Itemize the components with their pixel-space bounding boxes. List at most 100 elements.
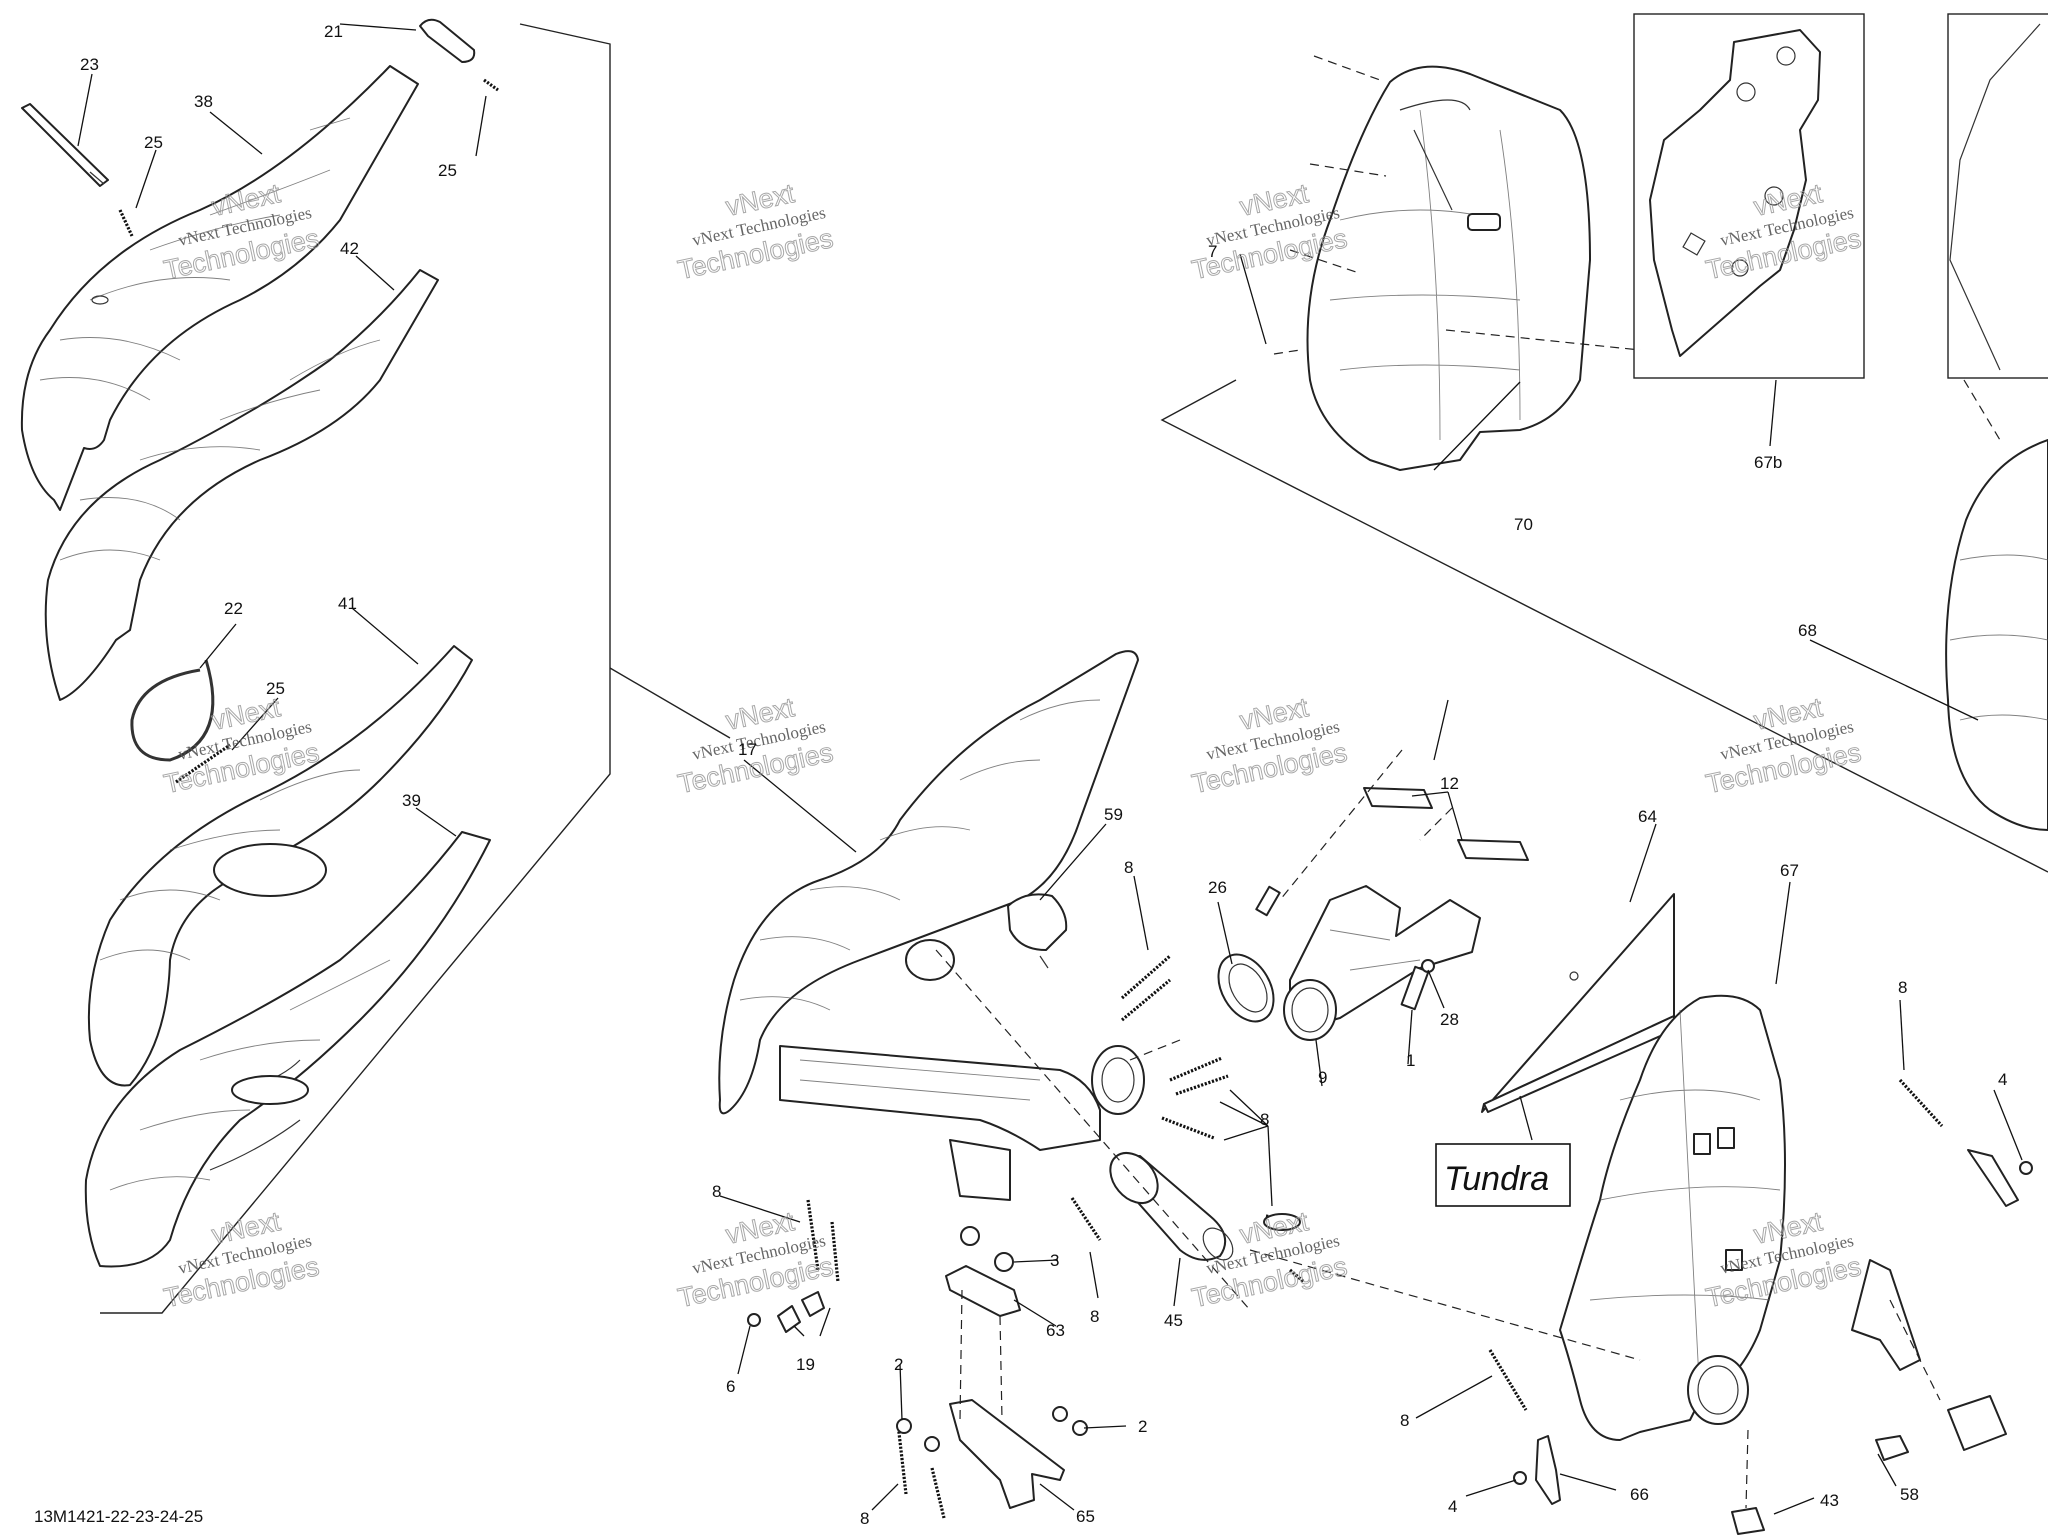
part-67-muffler — [1559, 994, 1921, 1441]
part-8-spring-6 — [1070, 1197, 1102, 1241]
part-8-spring-10 — [896, 1423, 908, 1495]
part-63-bracket — [945, 1226, 1021, 1317]
part-26-ring — [1217, 953, 1275, 1023]
callout-8: 8 — [1260, 1110, 1269, 1129]
part-bolt-left — [1255, 885, 1281, 917]
callout-4: 4 — [1998, 1070, 2007, 1089]
part-8-spring-5 — [1161, 1116, 1215, 1140]
callout-4: 4 — [1448, 1497, 1457, 1516]
part-4-nut-right — [2019, 1161, 2033, 1175]
part-8-spring-14 — [1288, 1268, 1306, 1284]
part-6-nut — [747, 1313, 761, 1327]
part-8-spring-1 — [1120, 954, 1172, 1000]
part-8-spring-13 — [1898, 1078, 1944, 1128]
callout-39: 39 — [402, 791, 421, 810]
part-21-clip — [419, 18, 476, 63]
callout-67: 67 — [1780, 861, 1799, 880]
callout-6: 6 — [726, 1377, 735, 1396]
part-39-pipe — [84, 831, 491, 1268]
callout-23: 23 — [80, 55, 99, 74]
part-64-shield-plate — [1481, 893, 1675, 1113]
callout-22: 22 — [224, 599, 243, 618]
callout-8: 8 — [1400, 1411, 1409, 1430]
part-70-muffler-shell — [1306, 65, 1591, 471]
center-divider-line — [609, 667, 731, 739]
callout-8: 8 — [1090, 1307, 1099, 1326]
callout-25: 25 — [266, 679, 285, 698]
part-42-pipe — [44, 269, 439, 701]
callout-28: 28 — [1440, 1010, 1459, 1029]
part-38-expansion-chamber — [20, 65, 419, 511]
callout-45: 45 — [1164, 1311, 1183, 1330]
callout-1: 1 — [1406, 1051, 1415, 1070]
part-67b-heat-shield — [1633, 13, 1865, 379]
callout-2: 2 — [1138, 1417, 1147, 1436]
upper-right-frame — [1160, 379, 2048, 873]
part-25-spring-top-left — [118, 209, 134, 237]
part-8-spring-2 — [1120, 978, 1172, 1022]
part-4-nut-bottom — [1513, 1471, 1527, 1485]
callout-38: 38 — [194, 92, 213, 111]
part-8-spring-4 — [1169, 1056, 1223, 1082]
callout-9: 9 — [1318, 1068, 1327, 1087]
part-68-muffler — [1945, 439, 2048, 831]
callout-21: 21 — [324, 22, 343, 41]
part-28-washer — [1421, 959, 1435, 973]
part-19-clip-left — [777, 1305, 801, 1333]
callout-41: 41 — [338, 594, 357, 613]
callout-12: 12 — [1440, 774, 1459, 793]
part-22-clamp-ring — [130, 659, 215, 762]
part-25-spring-top-right — [483, 78, 499, 92]
callout-63: 63 — [1046, 1321, 1065, 1340]
part-spring-cylinder — [1263, 1213, 1301, 1231]
part-17-exhaust-pipe — [718, 650, 1145, 1201]
left-panel-frame — [100, 23, 611, 1314]
part-8-spring-12 — [1488, 1349, 1528, 1411]
callout-labels: 21 23 38 25 25 42 22 25 41 39 17 59 8 26… — [80, 22, 2007, 1528]
second-shield-frame — [1947, 13, 2048, 379]
part-66-bracket — [1535, 1435, 1561, 1505]
callout-19: 19 — [796, 1355, 815, 1374]
diagram-code: 13M1421-22-23-24-25 — [34, 1507, 203, 1526]
callout-26: 26 — [1208, 878, 1227, 897]
callout-64: 64 — [1638, 807, 1657, 826]
tundra-label: Tundra — [1444, 1160, 1549, 1198]
part-59-clamp — [1007, 893, 1068, 969]
second-shield-outline — [1949, 23, 2041, 371]
part-58-clip — [1875, 1435, 1909, 1461]
callout-58: 58 — [1900, 1485, 1919, 1504]
part-8-spring-11 — [930, 1467, 946, 1519]
callout-8: 8 — [1124, 858, 1133, 877]
callout-67b: 67b — [1754, 453, 1782, 472]
part-43-clip — [1731, 1507, 1765, 1535]
callout-8: 8 — [712, 1182, 721, 1201]
callout-66: 66 — [1630, 1485, 1649, 1504]
callout-2: 2 — [894, 1355, 903, 1374]
part-45-coupler — [1109, 1151, 1234, 1261]
part-23-rod — [21, 103, 109, 187]
callout-25: 25 — [438, 161, 457, 180]
callout-17: 17 — [738, 740, 757, 759]
tundra-label-box — [1435, 1143, 1571, 1207]
callout-8: 8 — [1898, 978, 1907, 997]
callout-70: 70 — [1514, 515, 1533, 534]
part-12-gasket-left — [1363, 787, 1433, 809]
callout-59: 59 — [1104, 805, 1123, 824]
assembly-dashed-lines — [935, 55, 2001, 1509]
callout-8: 8 — [860, 1509, 869, 1528]
callout-3: 3 — [1050, 1251, 1059, 1270]
part-9-manifold — [1283, 885, 1481, 1041]
part-rubber-mount — [1947, 1395, 2007, 1451]
part-12-gasket-right — [1457, 839, 1529, 861]
part-8-spring-3 — [1175, 1074, 1229, 1096]
leader-lines — [77, 23, 2023, 1515]
part-link-right — [1967, 1149, 2019, 1207]
callout-68: 68 — [1798, 621, 1817, 640]
part-8-spring-9 — [830, 1221, 840, 1283]
part-65-bracket — [896, 1399, 1088, 1509]
part-19-clip-right — [801, 1291, 825, 1317]
callout-7: 7 — [1208, 242, 1217, 261]
callout-42: 42 — [340, 239, 359, 258]
part-41-pipe — [87, 645, 473, 1087]
